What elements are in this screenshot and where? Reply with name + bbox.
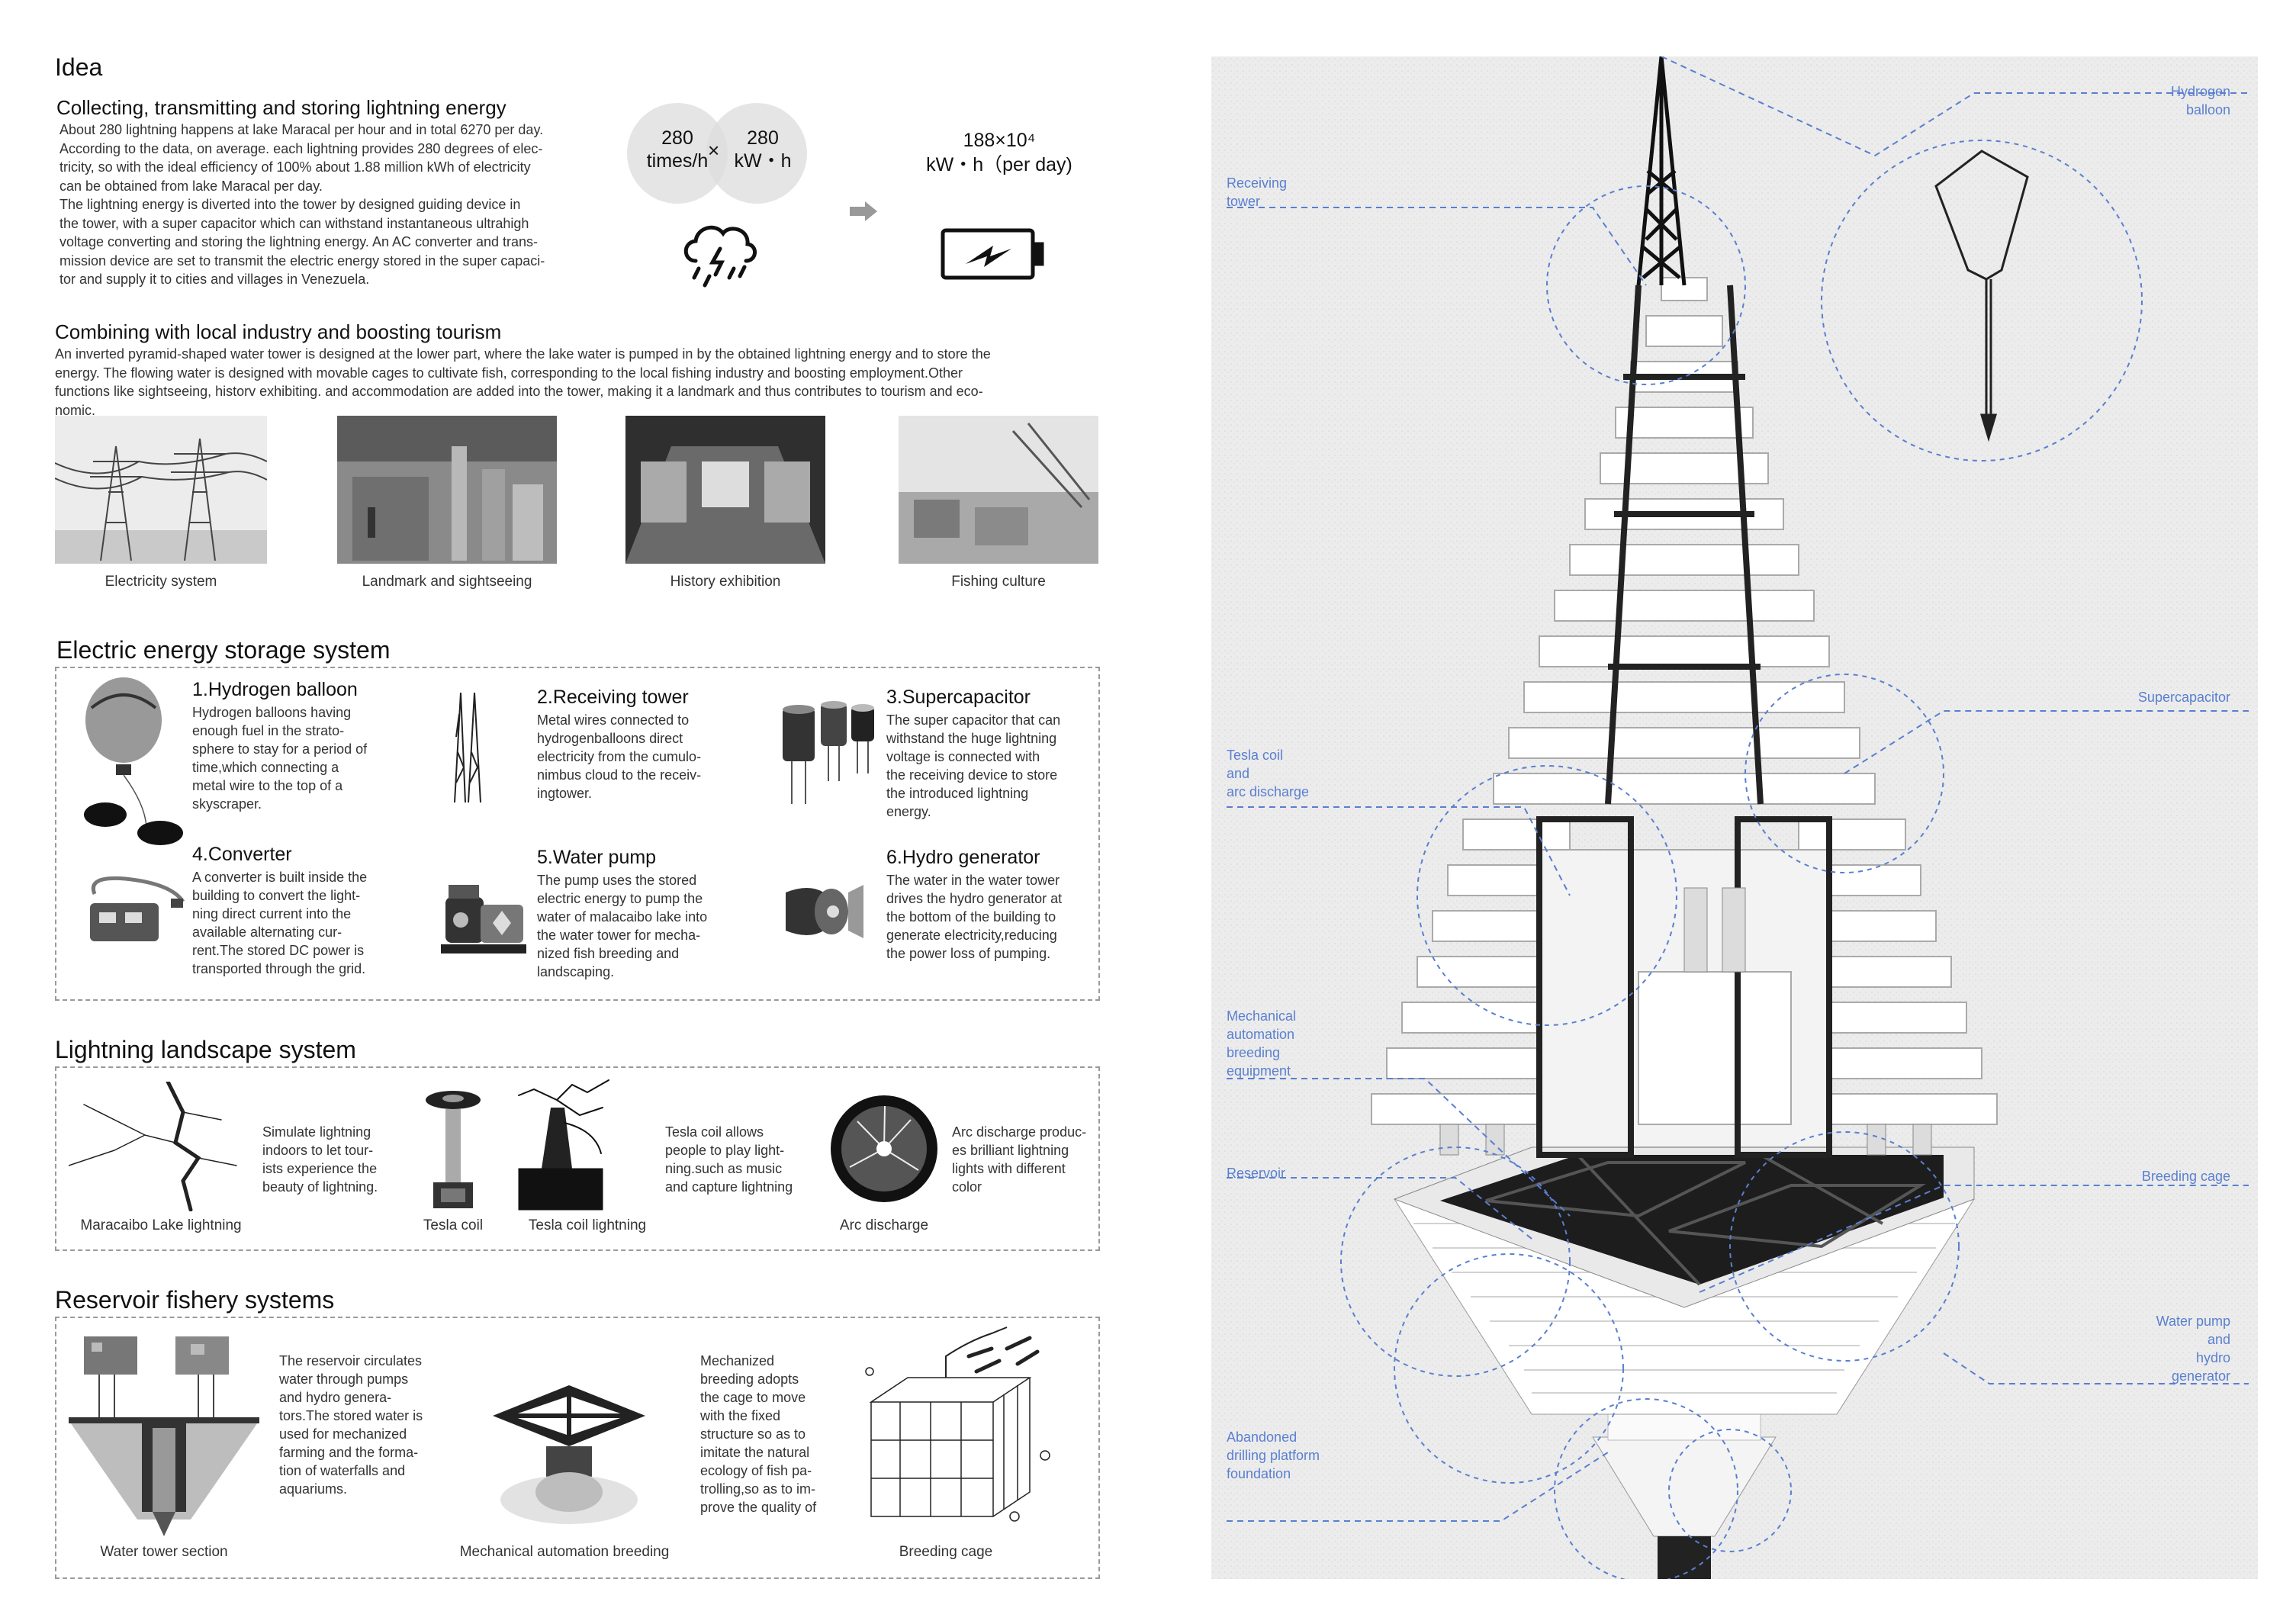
- hydrogen-balloon-illustration: [76, 674, 191, 850]
- label-breeding-cage: Breeding cage: [2141, 1169, 2230, 1184]
- arrow-right-icon: [848, 200, 879, 223]
- hydro-generator-illustration: [778, 877, 870, 946]
- caption-fishing: Fishing culture: [951, 574, 1046, 590]
- tesla-coil-illustration: [423, 1089, 484, 1211]
- storage-heading: Electric energy storage system: [56, 636, 391, 664]
- storage-item1-title: 1.Hydrogen balloon: [192, 679, 358, 700]
- maracaibo-lightning-illustration: [68, 1079, 252, 1212]
- storage-item4-title: 4.Converter: [192, 844, 292, 865]
- circle-left-top: 280: [661, 127, 693, 149]
- caption-tesla-lightning: Tesla coil lightning: [528, 1217, 647, 1233]
- receiving-tower-illustration: [452, 691, 482, 804]
- caption-maracaibo: Maracaibo Lake lightning: [80, 1217, 242, 1233]
- caption-mechanical: Mechanical automation breeding: [459, 1544, 670, 1560]
- storage-item5-title: 5.Water pump: [537, 847, 657, 868]
- collect-paragraph: About 280 lightning happens at lake Mara…: [59, 122, 545, 287]
- caption-arc-discharge: Arc discharge: [839, 1217, 929, 1233]
- storage-box: [55, 667, 1100, 1001]
- result-unit: kW・h（per day): [926, 154, 1072, 175]
- caption-breeding-cage: Breeding cage: [899, 1544, 993, 1560]
- fishery-heading: Reservoir fishery systems: [55, 1286, 335, 1314]
- storage-item6-title: 6.Hydro generator: [886, 847, 1040, 868]
- caption-water-tower: Water tower section: [100, 1544, 228, 1560]
- circle-right-top: 280: [747, 127, 779, 149]
- times-sign: ×: [708, 139, 720, 162]
- supercapacitor-illustration: [775, 697, 882, 812]
- fishery-box: [55, 1317, 1100, 1579]
- circle-right-bottom: kW・h: [734, 150, 792, 172]
- history-exhibition-photo: [625, 416, 825, 564]
- energy-venn: 280 times/h × 280 kW・h: [625, 101, 809, 206]
- landscape-text3: Arc discharge produc-es brilliant lightn…: [952, 1124, 1087, 1195]
- industry-title: Combining with local industry and boosti…: [55, 320, 502, 343]
- storm-cloud-icon: [679, 214, 763, 290]
- caption-electricity: Electricity system: [105, 574, 217, 590]
- landscape-box: [55, 1066, 1100, 1251]
- fishing-culture-photo: [899, 416, 1098, 564]
- label-reservoir: Reservoir: [1227, 1166, 1286, 1181]
- caption-history: History exhibition: [670, 574, 781, 590]
- industry-paragraph: An inverted pyramid-shaped water tower i…: [55, 346, 991, 418]
- tesla-coil-lightning-illustration: [511, 1077, 610, 1211]
- collect-title: Collecting, transmitting and storing lig…: [56, 96, 506, 119]
- circle-left-bottom: times/h: [646, 150, 709, 172]
- converter-illustration: [79, 871, 186, 947]
- water-pump-illustration: [438, 874, 529, 958]
- mechanical-breeding-illustration: [485, 1378, 653, 1530]
- water-tower-section-illustration: [69, 1336, 259, 1536]
- result-value: 188×10⁴: [963, 130, 1036, 151]
- landscape-heading: Lightning landscape system: [55, 1036, 356, 1063]
- battery-icon: [940, 226, 1047, 282]
- breeding-cage-illustration: [854, 1326, 1068, 1532]
- tower-diagram-drawing: [1211, 56, 2258, 1583]
- caption-landmark: Landmark and sightseeing: [362, 574, 532, 590]
- label-supercapacitor: Supercapacitor: [2137, 690, 2230, 705]
- caption-tesla-coil: Tesla coil: [423, 1217, 484, 1233]
- arc-discharge-illustration: [827, 1091, 941, 1210]
- storage-item3-title: 3.Supercapacitor: [886, 687, 1031, 708]
- landmark-photo: [337, 416, 557, 564]
- idea-heading: Idea: [55, 53, 103, 81]
- storage-item2-title: 2.Receiving tower: [537, 687, 689, 708]
- electricity-system-photo: [55, 416, 267, 564]
